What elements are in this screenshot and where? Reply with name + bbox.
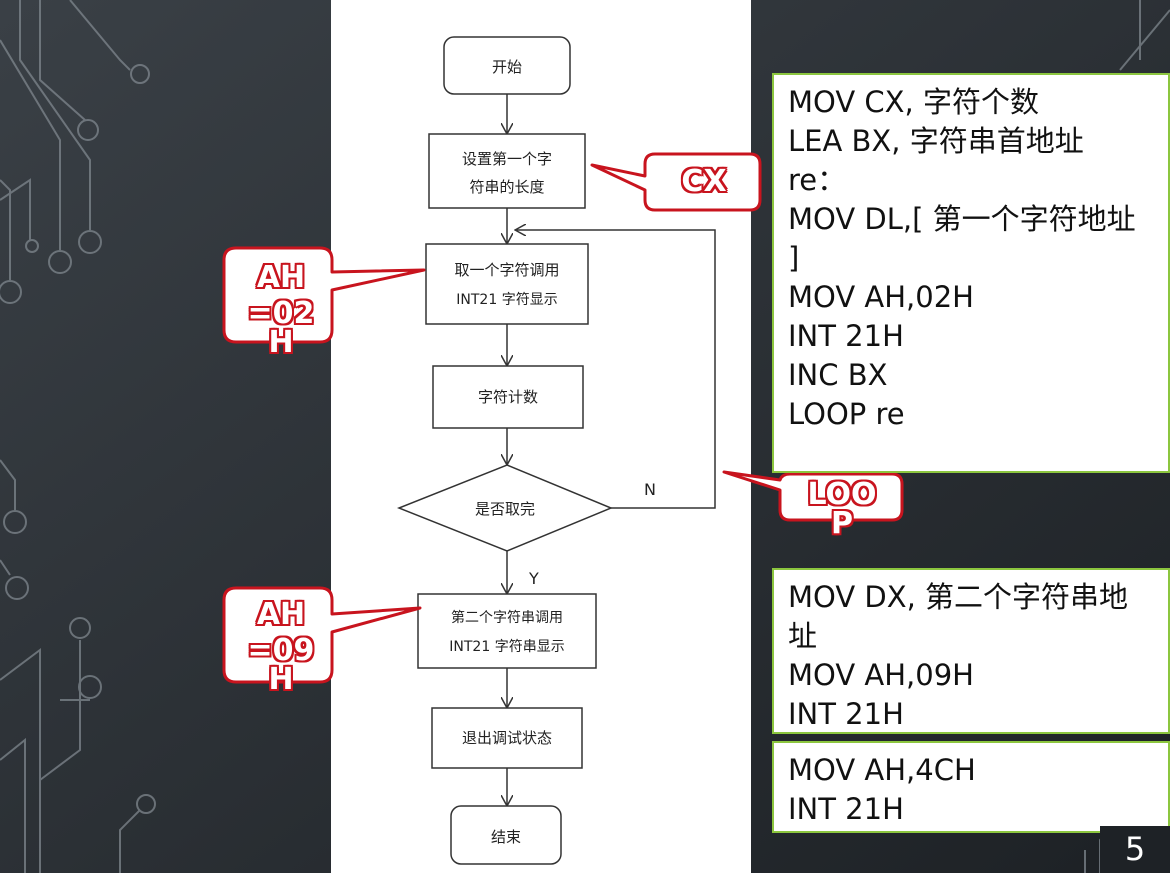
display-string-node bbox=[417, 593, 597, 669]
loop-line-1: LOO bbox=[807, 477, 877, 512]
loop-callout-text: LOO P bbox=[782, 477, 902, 541]
exit-debug-node bbox=[431, 707, 583, 769]
cx-callout-label: CX bbox=[681, 164, 727, 199]
ah09-line-2: =09 bbox=[247, 633, 315, 668]
code-line: INT 21H bbox=[788, 792, 904, 826]
code-line: MOV CX, 字符个数 bbox=[788, 85, 1039, 119]
exit-debug-label: 退出调试状态 bbox=[462, 729, 552, 747]
count-char-node bbox=[432, 365, 584, 429]
start-label: 开始 bbox=[492, 58, 522, 76]
code-line: INT 21H bbox=[788, 319, 904, 353]
code-line: MOV DL,[ 第一个字符地址 ] bbox=[788, 202, 1136, 275]
code-line: LEA BX, 字符串首地址 bbox=[788, 124, 1084, 158]
code-block-exit: MOV AH,4CH INT 21H bbox=[772, 741, 1170, 833]
edge-no-loop bbox=[516, 230, 716, 509]
ah09-line-3: H bbox=[268, 662, 294, 697]
end-label: 结束 bbox=[491, 828, 521, 846]
flowchart-panel: 开始 设置第一个字 符串的长度 取一个字符调用 INT21 字符显示 字符计数 … bbox=[331, 0, 751, 873]
ah02-line-1: AH bbox=[256, 260, 306, 295]
no-label: N bbox=[644, 480, 656, 499]
ah02-callout-text: AH =02 H bbox=[226, 260, 336, 360]
cx-callout-text: CX bbox=[648, 163, 760, 201]
ah02-callout-bubble bbox=[222, 246, 426, 344]
code-block-display-chars: MOV CX, 字符个数 LEA BX, 字符串首地址 re： MOV DL,[… bbox=[772, 73, 1170, 473]
code-line: MOV DX, 第二个字符串地址 bbox=[788, 580, 1129, 653]
set-length-label-1: 设置第一个字 bbox=[462, 150, 552, 168]
code-line: re： bbox=[788, 163, 847, 197]
display-char-node bbox=[425, 243, 589, 325]
ah09-callout-bubble bbox=[222, 586, 422, 684]
code-line: MOV AH,02H bbox=[788, 280, 974, 314]
display-char-label-1: 取一个字符调用 bbox=[454, 261, 559, 279]
loop-callout-bubble bbox=[722, 470, 904, 522]
code-line: INC BX bbox=[788, 358, 888, 392]
code-line: INT 21H bbox=[788, 697, 904, 731]
ah09-callout-text: AH =09 H bbox=[226, 597, 336, 697]
code-line: MOV AH,09H bbox=[788, 658, 974, 692]
ah02-line-2: =02 bbox=[247, 296, 315, 331]
display-char-label-2: INT21 字符显示 bbox=[456, 292, 557, 308]
page-number: 5 bbox=[1100, 826, 1170, 873]
yes-label: Y bbox=[528, 569, 539, 588]
end-node bbox=[450, 805, 562, 865]
display-string-label-2: INT21 字符串显示 bbox=[449, 639, 564, 655]
set-length-node bbox=[428, 133, 586, 209]
ah09-line-1: AH bbox=[256, 597, 306, 632]
count-char-label: 字符计数 bbox=[478, 388, 538, 406]
set-length-label-2: 符串的长度 bbox=[469, 178, 544, 196]
done-decision-label: 是否取完 bbox=[475, 500, 535, 518]
code-line: MOV AH,4CH bbox=[788, 753, 976, 787]
display-string-label-1: 第二个字符串调用 bbox=[451, 609, 563, 626]
flowchart: 开始 设置第一个字 符串的长度 取一个字符调用 INT21 字符显示 字符计数 … bbox=[396, 36, 716, 865]
loop-line-2: P bbox=[831, 506, 853, 541]
cx-callout-bubble bbox=[590, 152, 762, 212]
ah02-line-3: H bbox=[268, 325, 294, 360]
code-line: LOOP re bbox=[788, 397, 905, 431]
code-block-display-string: MOV DX, 第二个字符串地址 MOV AH,09H INT 21H bbox=[772, 568, 1170, 734]
